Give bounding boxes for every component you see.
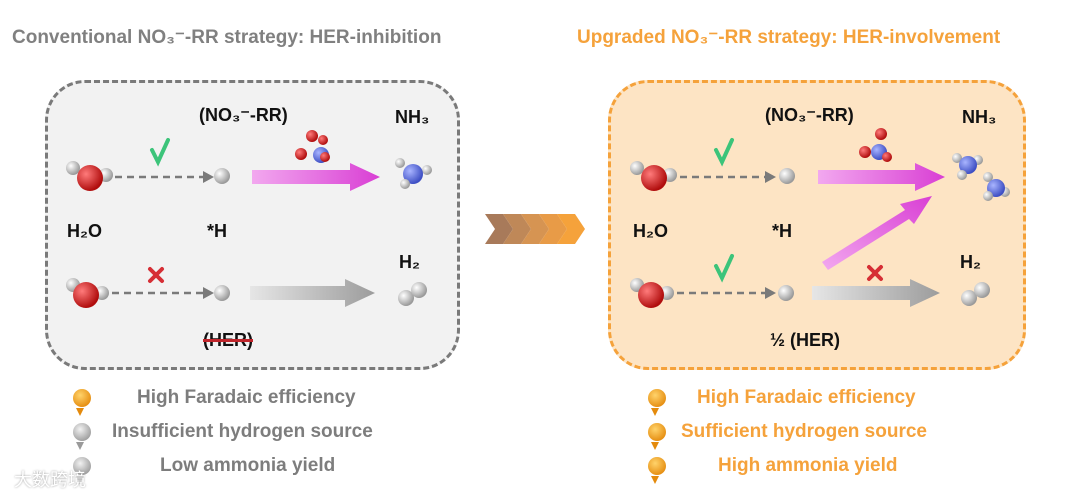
nitrate-molecule-icon <box>295 130 330 163</box>
ammonia-molecule-icon <box>952 153 983 180</box>
left-nh3-label: NH₃ <box>395 107 430 127</box>
adsorbed-hydrogen-icon <box>214 285 230 301</box>
right-legend-item: Sufficient hydrogen source <box>681 421 927 442</box>
water-molecule-icon <box>630 161 677 191</box>
right-her-label: ½ (HER) <box>770 330 841 350</box>
check-icon <box>714 138 734 167</box>
hydrogen-molecule-icon <box>398 282 427 306</box>
dashed-arrow-icon <box>677 287 776 299</box>
left-legend-item: High Faradaic efficiency <box>137 387 356 408</box>
pink-arrow-icon <box>818 163 945 191</box>
pink-diagonal-arrow-icon <box>822 196 932 270</box>
cross-icon <box>148 267 164 283</box>
ammonia-molecule-icon <box>395 158 432 189</box>
nitrate-molecule-icon <box>859 128 892 162</box>
gold-medal-icon <box>648 423 666 450</box>
adsorbed-hydrogen-icon <box>778 285 794 301</box>
right-panel <box>608 80 1026 370</box>
left-her-label: (HER) <box>203 330 253 350</box>
silver-medal-icon <box>73 423 91 450</box>
gold-medal-icon <box>648 457 666 484</box>
check-icon <box>150 138 170 167</box>
right-legend-item: High ammonia yield <box>718 455 898 476</box>
watermark: 大数跨境 <box>14 470 86 490</box>
check-icon <box>714 254 734 283</box>
left-title: Conventional NO₃⁻-RR strategy: HER-inhib… <box>12 27 442 48</box>
gray-arrow-icon <box>250 279 375 307</box>
left-h-label: *H <box>207 221 228 241</box>
gold-medal-icon <box>73 389 91 416</box>
dashed-arrow-icon <box>115 171 214 183</box>
right-h2o-label: H₂O <box>633 221 668 241</box>
dashed-arrow-icon <box>112 287 214 299</box>
water-molecule-icon <box>66 278 109 308</box>
left-legend-item: Low ammonia yield <box>160 455 336 476</box>
water-molecule-icon <box>630 278 674 308</box>
left-h2o-label: H₂O <box>67 221 102 241</box>
right-h2-label: H₂ <box>960 252 981 272</box>
ammonia-molecule-icon <box>983 172 1010 201</box>
adsorbed-hydrogen-icon <box>779 168 795 184</box>
right-nh3-label: NH₃ <box>962 107 997 127</box>
cross-icon <box>867 265 883 281</box>
hydrogen-molecule-icon <box>961 282 990 306</box>
adsorbed-hydrogen-icon <box>214 168 230 184</box>
left-legend-item: Insufficient hydrogen source <box>112 421 373 442</box>
gold-medal-icon <box>648 389 666 416</box>
right-legend-item: High Faradaic efficiency <box>697 387 916 408</box>
left-no3rr-label: (NO₃⁻-RR) <box>199 105 288 125</box>
right-title: Upgraded NO₃⁻-RR strategy: HER-involveme… <box>577 27 1001 48</box>
right-no3rr-label: (NO₃⁻-RR) <box>765 105 854 125</box>
left-h2-label: H₂ <box>399 252 420 272</box>
chevrons-arrow-icon <box>485 214 585 244</box>
right-h-label: *H <box>772 221 793 241</box>
gray-arrow-icon <box>812 279 940 307</box>
pink-arrow-icon <box>252 163 380 191</box>
water-molecule-icon <box>66 161 113 191</box>
silver-medal-icon <box>73 457 91 484</box>
left-panel <box>45 80 460 370</box>
dashed-arrow-icon <box>680 171 776 183</box>
